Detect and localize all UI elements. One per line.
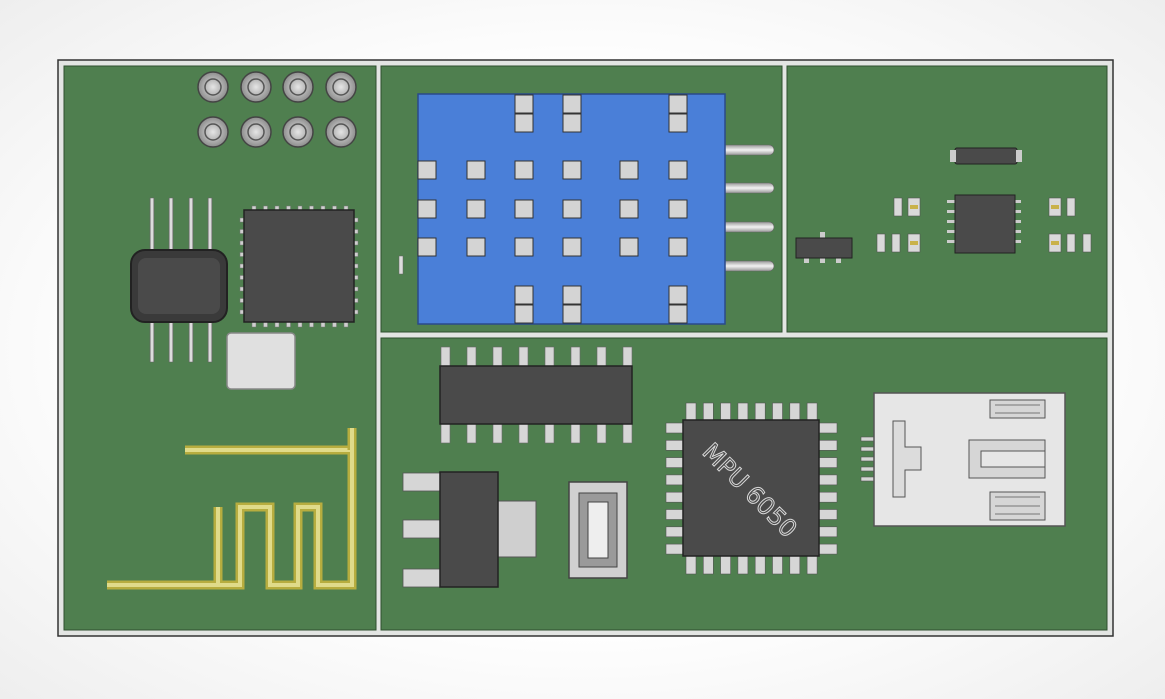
mpu-pin [772,402,783,422]
sensor-vent [514,304,534,324]
soic-pin [622,422,633,444]
mpu-pin [665,422,685,434]
soic-pin [596,422,607,444]
sensor-vent [514,285,534,305]
sensor-vent [562,285,582,305]
sensor-vent [417,160,437,180]
mpu-pin [665,491,685,503]
mpu-pin [772,555,783,575]
sensor-vent [417,237,437,257]
voltage-regulator-sot223 [402,471,537,588]
mpu-pin [789,402,801,422]
small-resistor [398,255,404,275]
sensor-vent [668,160,688,180]
sensor-vent [562,94,582,114]
usb-connector [860,392,1066,527]
mpu-pin [818,457,838,468]
sensor-vent [619,199,639,219]
soic-pin [518,346,529,368]
sensor-vent [466,160,486,180]
humidity-sensor [417,93,775,325]
mpu-pin [665,474,685,486]
mpu-pin [702,555,714,575]
mpu-pin [818,543,838,555]
sensor-vent [668,285,688,305]
sensor-vent [619,160,639,180]
sensor-vent [514,113,534,133]
sensor-vent [466,237,486,257]
soic16-chip [439,346,633,444]
tactile-button [568,481,628,579]
sensor-vent [668,199,688,219]
mpu-pin [665,543,685,555]
mpu-pin [702,402,714,422]
mpu-pin [665,457,685,468]
mpu6050-chip: MPU 6050 [665,402,838,575]
mpu-pin [818,491,838,503]
mpu-pin [806,402,818,422]
pcb-antenna-inner [107,448,354,587]
sensor-vent [417,199,437,219]
flash-chip-soic8 [130,197,228,363]
sensor-vent [562,160,582,180]
sensor-vent [466,199,486,219]
sensor-vent [668,113,688,133]
mpu-pin [685,402,697,422]
sensor-vent [514,94,534,114]
sensor-vent [668,94,688,114]
header-pads [197,71,357,148]
sensor-vent [668,237,688,257]
mpu-pin [818,439,838,451]
mpu-pin [737,555,749,575]
soic-pin [492,346,503,368]
soic-pin [570,422,581,444]
mpu-pin [754,402,766,422]
mpu-pin [789,555,801,575]
soic-pin [570,346,581,368]
soic-pin [622,346,633,368]
mpu-pin [754,555,766,575]
soic-pin [596,346,607,368]
soic-pin [466,346,477,368]
sensor-vent [562,304,582,324]
sensor-vent [514,199,534,219]
soic-pin [518,422,529,444]
soic-pin [466,422,477,444]
soic-pin [440,346,451,368]
mpu-pin [818,526,838,538]
mpu-pin [720,402,731,422]
mpu-pin [665,526,685,538]
sensor-vent [619,237,639,257]
sensor-vent [562,199,582,219]
mpu-pin [818,422,838,434]
crystal [226,332,296,390]
mpu-pin [665,439,685,451]
sensor-vent [668,304,688,324]
soic-pin [492,422,503,444]
soic-pin [544,346,555,368]
mpu-pin [806,555,818,575]
mpu-pin [737,402,749,422]
smd-cluster [795,147,1092,263]
mpu-pin [665,509,685,520]
mpu-pin [818,509,838,520]
mpu-pin [685,555,697,575]
sensor-vent [562,113,582,133]
soic-pin [544,422,555,444]
mpu-pin [818,474,838,486]
sensor-vent [514,160,534,180]
mcu-qfn [239,205,359,328]
sensor-vent [514,237,534,257]
mpu-pin [720,555,731,575]
sensor-vent [562,237,582,257]
soic-pin [440,422,451,444]
